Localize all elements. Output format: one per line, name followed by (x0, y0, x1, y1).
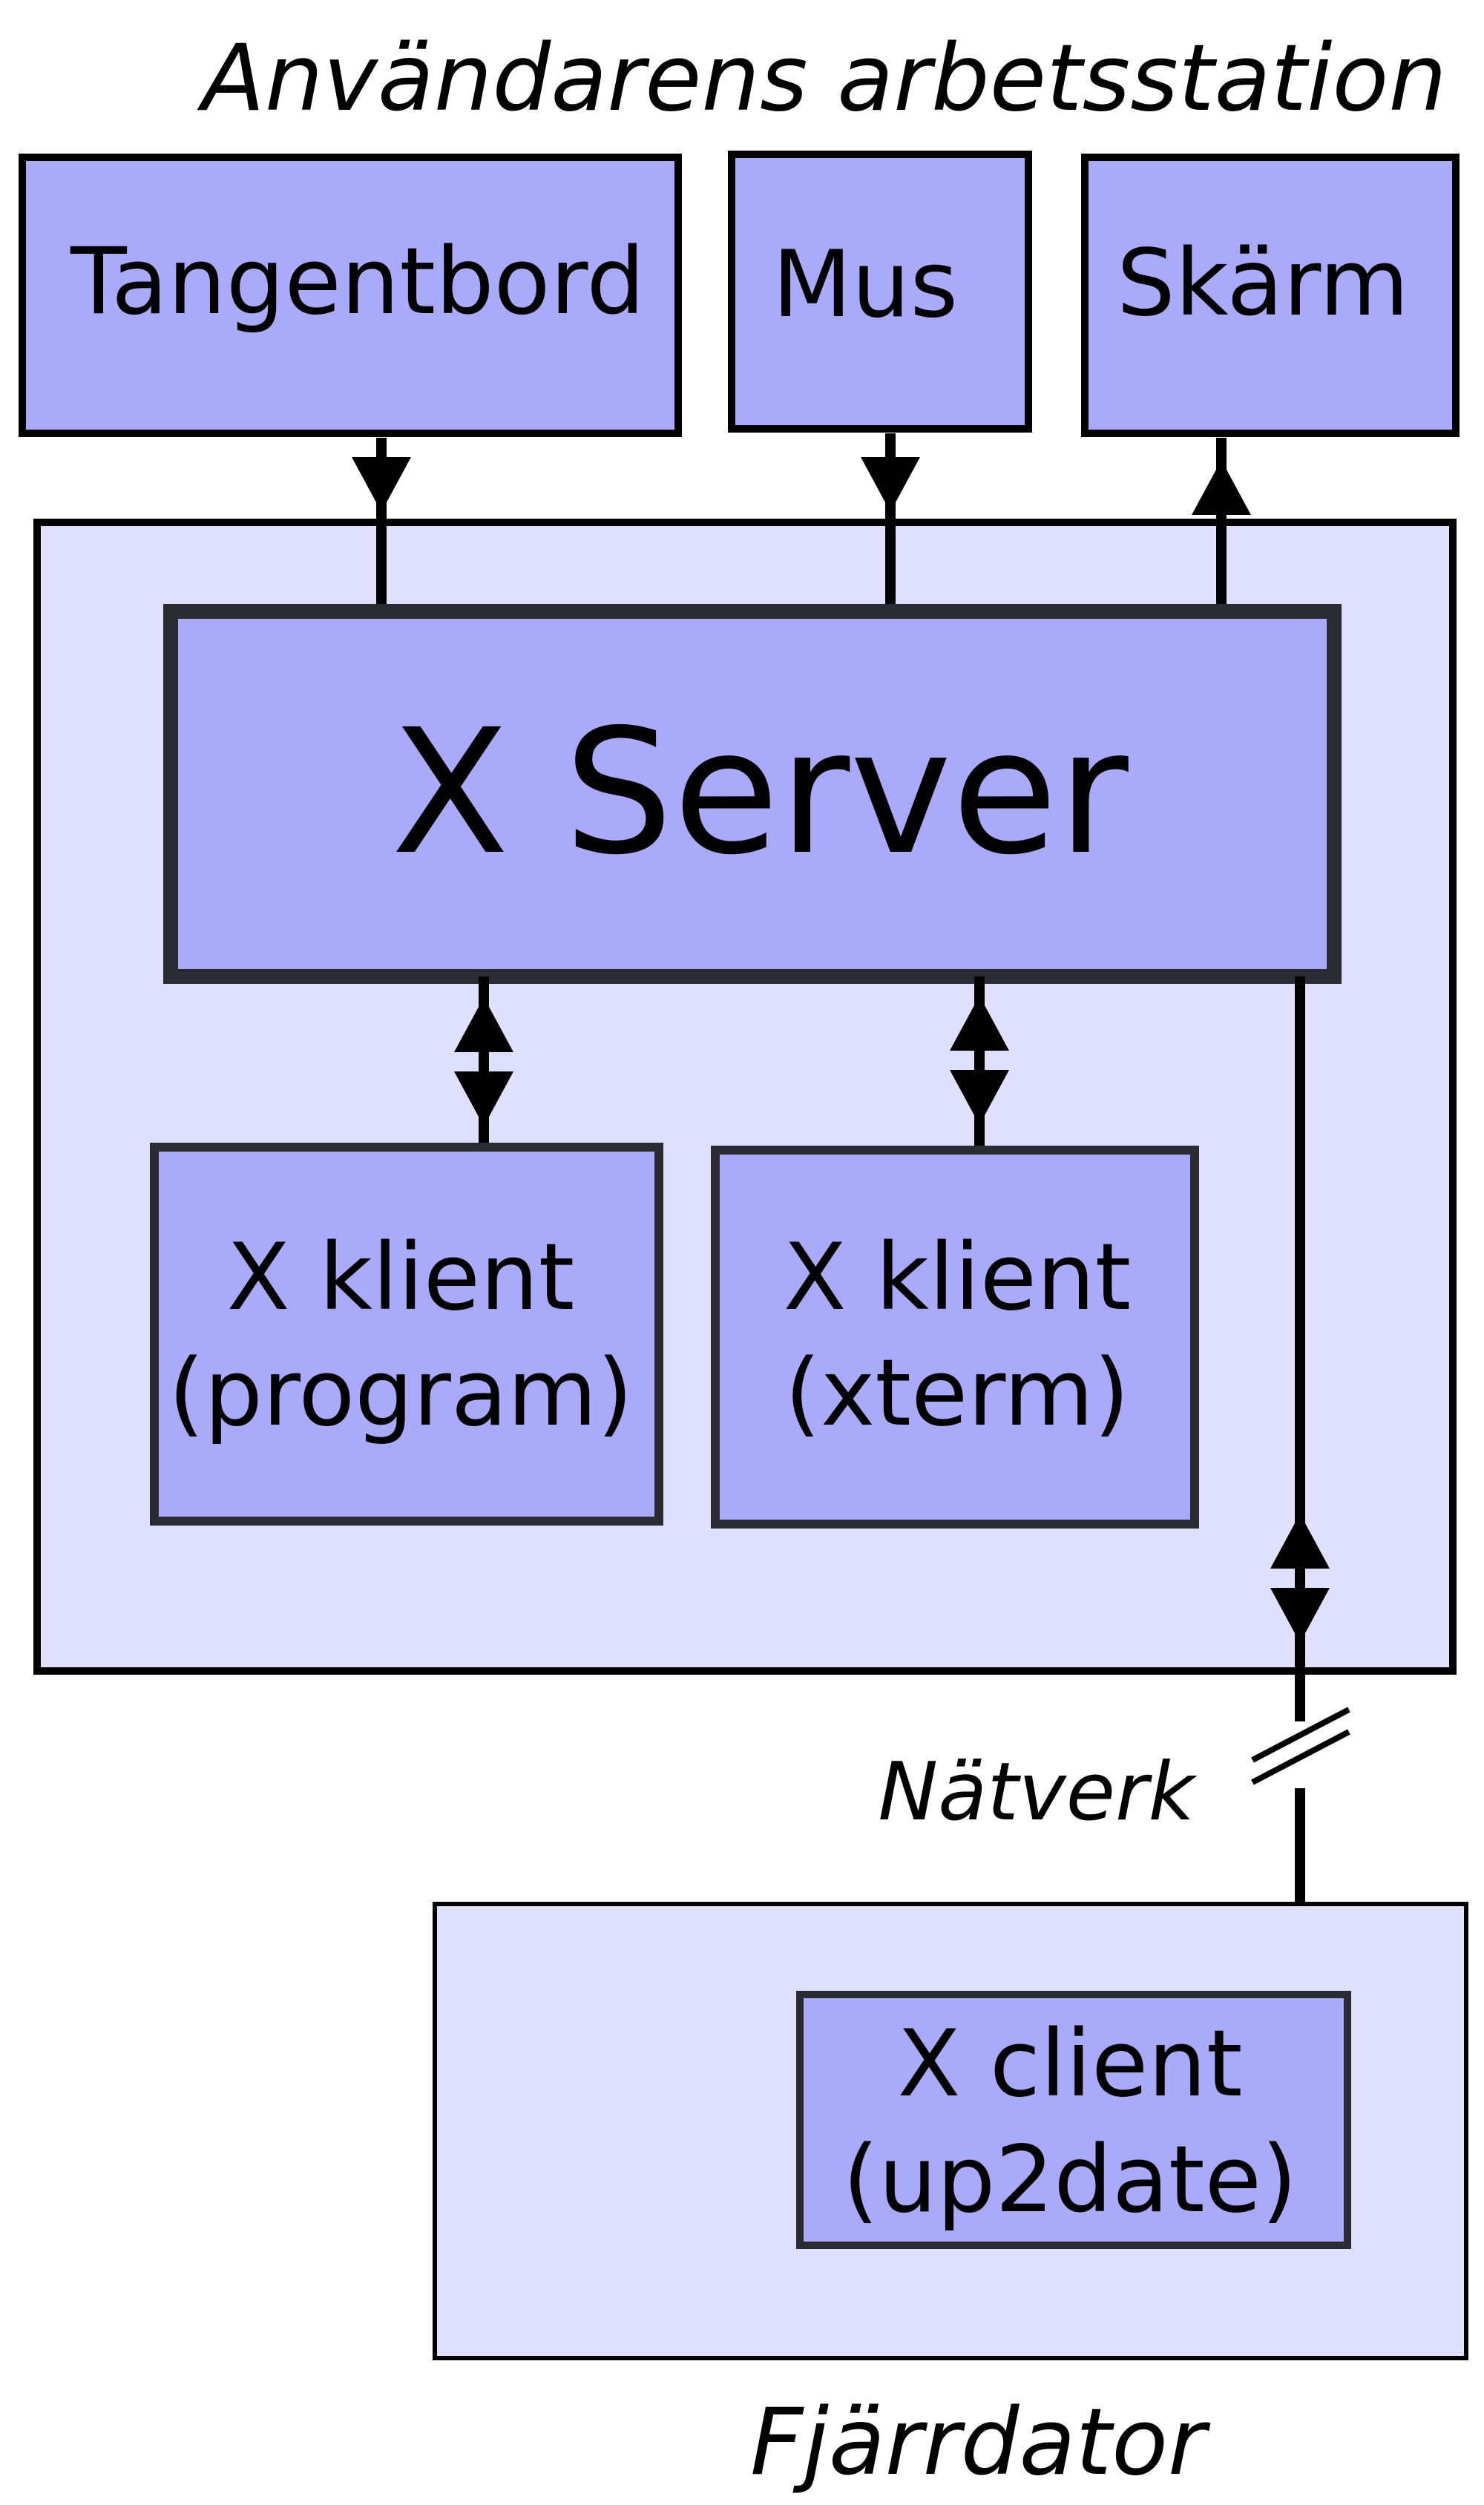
x-client-program-line1: X klient (227, 1224, 575, 1331)
network-arrow-up (1270, 1514, 1330, 1569)
mouse-label: Mus (772, 232, 958, 338)
screen-label: Skärm (1117, 230, 1409, 337)
x-server-label: X Server (391, 692, 1129, 893)
network-label: Nätverk (878, 1746, 1198, 1839)
network-break-mark-1 (1251, 1707, 1350, 1763)
x-client-up2date-line1: X client (898, 2011, 1243, 2118)
x-client-up2date-line2: (up2date) (843, 2127, 1298, 2233)
device-connectors (352, 433, 1251, 611)
mouse-arrow (861, 457, 920, 512)
screen-box: Skärm (1081, 154, 1460, 437)
x-client-up2date-box: X client (up2date) (796, 1991, 1351, 2249)
network-arrow-down (1270, 1588, 1330, 1643)
workstation-title: Användarens arbetsstation (197, 25, 1447, 132)
remote-computer-title: Fjärrdator (750, 2389, 1211, 2496)
x-client-xterm-line1: X klient (784, 1224, 1132, 1331)
network-break-mark-2 (1251, 1729, 1350, 1785)
x-client-xterm-box: X klient (xterm) (711, 1146, 1199, 1529)
x-server-box: X Server (163, 604, 1342, 984)
xterm-arrow-up (950, 996, 1009, 1051)
x-client-program-line2: (program) (168, 1340, 633, 1447)
screen-arrow (1192, 460, 1251, 515)
client-connectors (454, 976, 1009, 1150)
mouse-box: Mus (728, 151, 1032, 433)
keyboard-label: Tangentbord (70, 229, 645, 335)
x-client-program-box: X klient (program) (150, 1143, 663, 1526)
x-client-xterm-line2: (xterm) (785, 1340, 1130, 1447)
program-arrow-up (454, 997, 513, 1052)
xterm-arrow-down (950, 1070, 1009, 1125)
program-arrow-down (454, 1071, 513, 1126)
keyboard-box: Tangentbord (19, 154, 682, 437)
keyboard-arrow (352, 457, 411, 512)
